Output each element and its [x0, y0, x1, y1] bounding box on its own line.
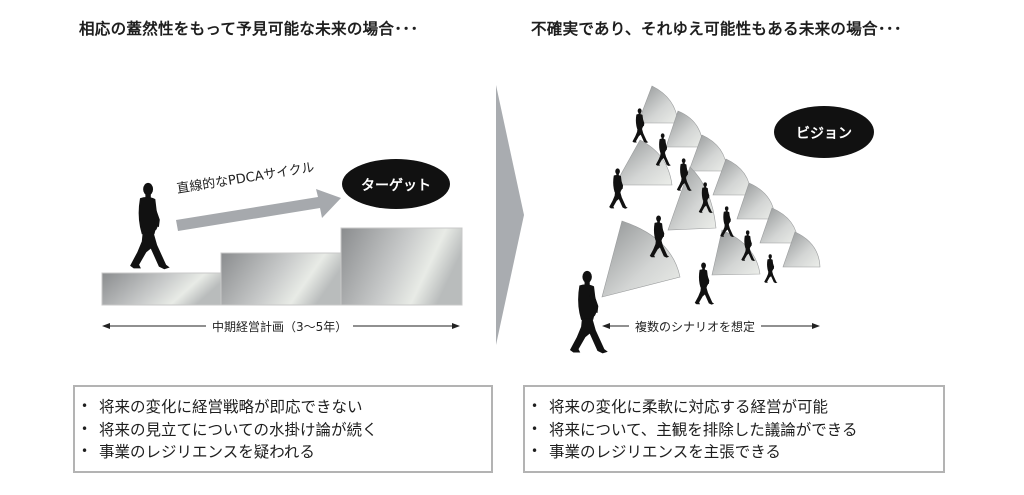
mid-term-plan-label: 中期経営計画（3～5年） [206, 318, 354, 335]
list-item: •将来の見立てについての水掛け論が続く [81, 420, 378, 439]
step-3 [340, 227, 463, 306]
walking-person-icon [130, 182, 170, 270]
target-oval [342, 159, 450, 209]
walking-person-icon [694, 262, 715, 305]
staircase [101, 227, 463, 306]
list-item: •将来について、主観を排除した議論ができる [531, 420, 858, 439]
list-item: •事業のレジリエンスを疑われる [81, 443, 315, 461]
walking-person-icon [764, 254, 778, 284]
bullet-icon: • [531, 421, 539, 436]
drawbacks-list: •将来の変化に経営戦略が即応できない •将来の見立てについての水掛け論が続く •… [81, 396, 491, 464]
vision-oval [774, 106, 874, 158]
list-item: •事業のレジリエンスを主張できる [531, 443, 781, 461]
bullet-icon: • [81, 444, 89, 458]
vision-label: ビジョン [796, 126, 852, 142]
walking-person-icon [569, 270, 608, 354]
step-2 [220, 252, 342, 306]
bullet-icon: • [81, 399, 89, 413]
chevron-right-icon [496, 85, 524, 345]
scenario-fans [601, 85, 821, 298]
heading-uncertain-future: 不確実であり、それゆえ可能性もある未来の場合･･･ [531, 20, 902, 38]
drawbacks-box: •将来の変化に経営戦略が即応できない •将来の見立てについての水掛け論が続く •… [73, 385, 493, 473]
step-1 [101, 272, 222, 306]
benefits-box: •将来の変化に柔軟に対応する経営が可能 •将来について、主観を排除した議論ができ… [523, 385, 945, 473]
pdca-arrow-icon [176, 189, 341, 231]
bullet-icon: • [531, 399, 539, 413]
list-item: •将来の変化に経営戦略が即応できない [81, 398, 363, 416]
list-item: •将来の変化に柔軟に対応する経営が可能 [531, 398, 829, 416]
bullet-icon: • [81, 421, 89, 436]
multiple-scenarios-label: 複数のシナリオを想定 [629, 318, 762, 335]
target-label: ターゲット [361, 178, 431, 194]
bullet-icon: • [531, 444, 539, 458]
heading-predictable-future: 相応の蓋然性をもって予見可能な未来の場合･･･ [79, 20, 419, 38]
benefits-list: •将来の変化に柔軟に対応する経営が可能 •将来について、主観を排除した議論ができ… [531, 396, 943, 464]
